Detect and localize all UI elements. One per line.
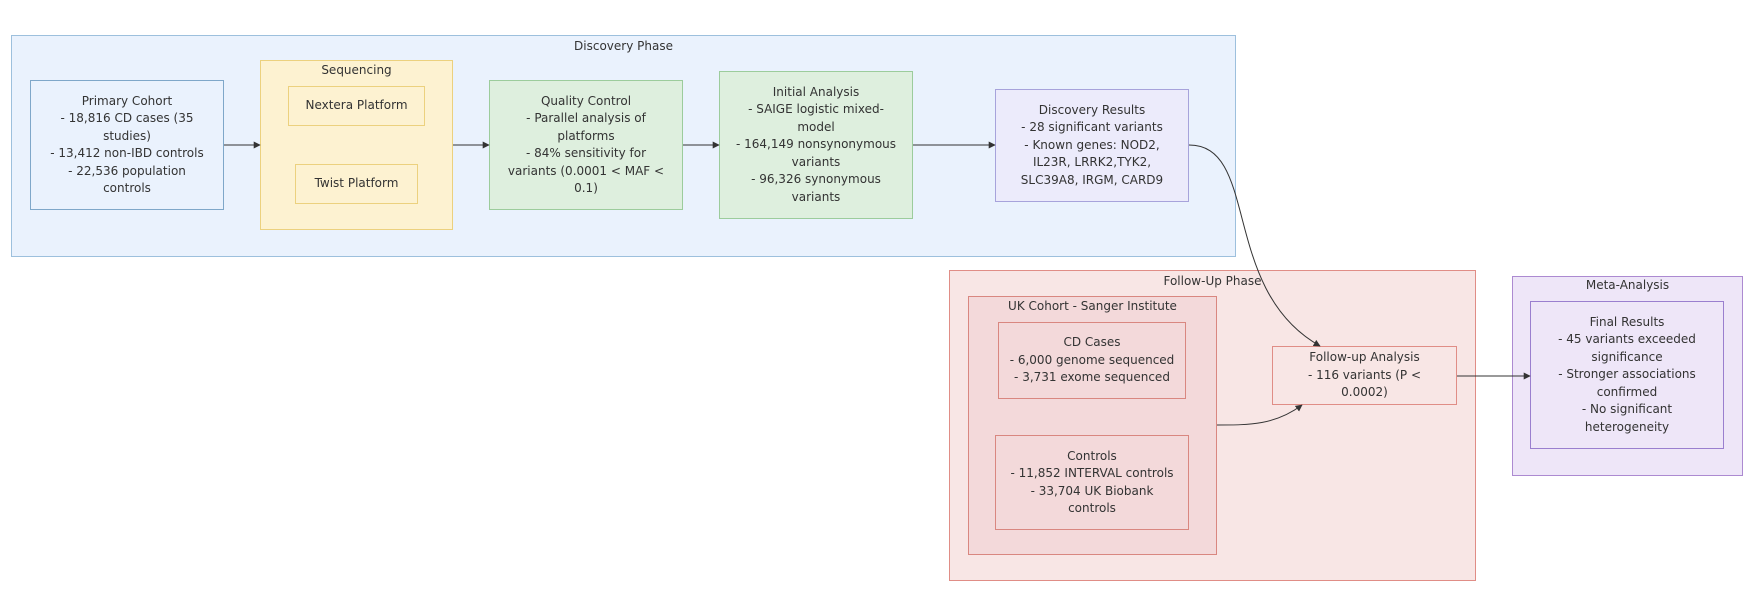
controls-node: Controls - 11,852 INTERVAL controls - 33…: [995, 435, 1189, 530]
discovery-results-node: Discovery Results - 28 significant varia…: [995, 89, 1189, 202]
discovery-phase-title: Discovery Phase: [574, 39, 673, 53]
node-line: variants (0.0001 < MAF <: [507, 163, 665, 178]
node-line: - 3,731 exome sequenced: [1014, 370, 1170, 385]
node-line: Twist Platform: [314, 176, 399, 191]
node-line: confirmed: [1596, 384, 1658, 399]
cd-cases-node: CD Cases - 6,000 genome sequenced - 3,73…: [998, 322, 1186, 399]
node-line: - 45 variants exceeded: [1558, 332, 1696, 347]
node-line: Primary Cohort: [81, 93, 173, 108]
node-line: Quality Control: [540, 93, 632, 108]
node-line: - 96,326 synonymous: [751, 172, 881, 187]
node-line: - No significant: [1581, 402, 1673, 417]
node-line: - 164,149 nonsynonymous: [735, 137, 897, 152]
node-line: - 84% sensitivity for: [525, 146, 647, 160]
node-line: controls: [103, 181, 151, 195]
edge-discovery-to-followup: [1188, 144, 1321, 347]
node-line: Discovery Results: [1038, 102, 1146, 117]
node-line: studies): [103, 128, 151, 143]
node-line: platforms: [557, 128, 615, 143]
node-line: CD Cases: [1063, 335, 1121, 350]
node-line: 0.1): [574, 181, 598, 195]
node-line: Controls: [1067, 448, 1117, 463]
node-line: - 13,412 non-IBD controls: [50, 146, 204, 160]
node-line: - 116 variants (P < 0.0002): [1307, 367, 1422, 400]
node-line: significance: [1591, 349, 1663, 364]
node-line: Nextera Platform: [305, 98, 408, 113]
node-line: IL23R, LRRK2,TYK2,: [1032, 155, 1152, 170]
node-line: controls: [1068, 501, 1116, 515]
node-line: variants: [791, 154, 841, 169]
node-line: - 22,536 population: [68, 163, 186, 178]
initial-analysis-node: Initial Analysis - SAIGE logistic mixed-…: [719, 71, 913, 219]
twist-platform-node: Twist Platform: [295, 164, 418, 204]
node-line: - Known genes: NOD2,: [1024, 137, 1160, 152]
node-line: - 11,852 INTERVAL controls: [1010, 466, 1174, 480]
node-line: - 6,000 genome sequenced: [1009, 352, 1175, 367]
quality-control-node: Quality Control - Parallel analysis of p…: [489, 80, 683, 210]
node-line: model: [797, 119, 835, 134]
meta-analysis-title: Meta-Analysis: [1585, 278, 1670, 292]
node-line: - Parallel analysis of: [526, 111, 646, 125]
edge-ukcohort-to-followup: [1216, 404, 1303, 426]
nextera-platform-node: Nextera Platform: [288, 86, 425, 126]
followup-analysis-node: Follow-up Analysis - 116 variants (P < 0…: [1272, 346, 1457, 405]
final-results-node: Final Results - 45 variants exceeded sig…: [1530, 301, 1724, 449]
node-line: Follow-up Analysis: [1309, 350, 1420, 365]
node-line: Initial Analysis: [772, 84, 860, 99]
node-line: Final Results: [1589, 314, 1665, 329]
sequencing-title: Sequencing: [321, 63, 392, 77]
primary-cohort-node: Primary Cohort - 18,816 CD cases (35 stu…: [30, 80, 224, 210]
node-line: - SAIGE logistic mixed-: [748, 102, 884, 117]
node-line: - 33,704 UK Biobank: [1030, 483, 1154, 498]
follow-up-phase-title: Follow-Up Phase: [1163, 274, 1262, 288]
node-line: SLC39A8, IRGM, CARD9: [1020, 172, 1164, 187]
node-line: variants: [791, 189, 841, 204]
node-line: - 18,816 CD cases (35: [60, 111, 194, 125]
node-line: - 28 significant variants: [1021, 120, 1163, 135]
node-line: - Stronger associations: [1558, 367, 1696, 382]
uk-cohort-title: UK Cohort - Sanger Institute: [1008, 299, 1177, 313]
node-line: heterogeneity: [1584, 419, 1670, 434]
